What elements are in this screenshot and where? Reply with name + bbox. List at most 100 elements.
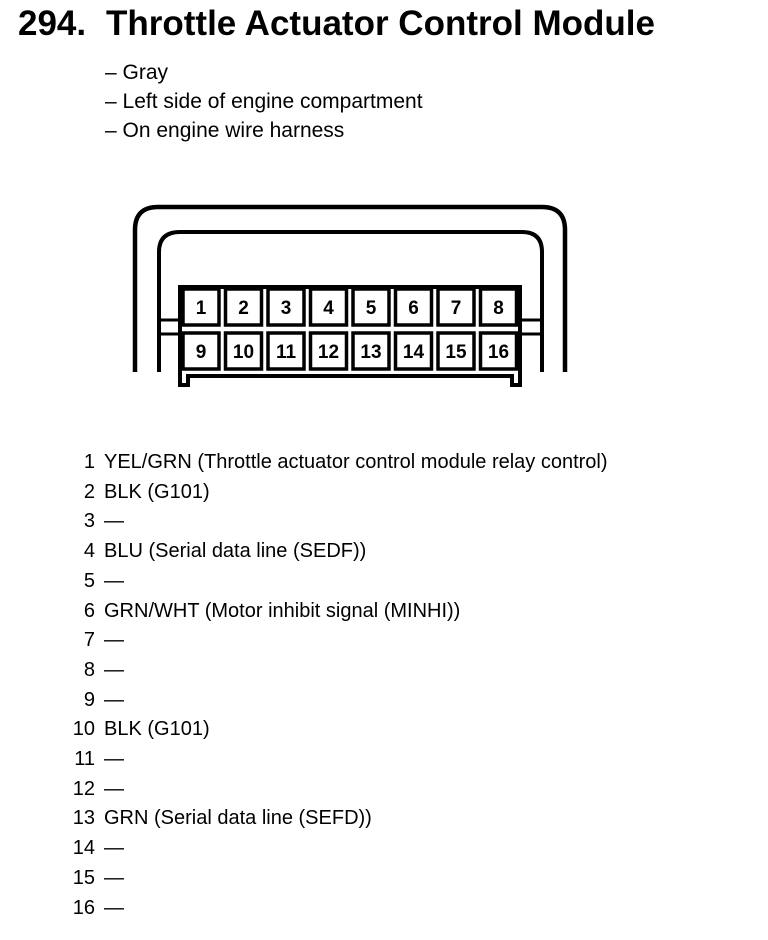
pin-number: 15 [72,866,95,889]
connector-pin-outline [308,287,349,327]
connector-pin-label: 15 [445,342,467,363]
connector-pin-cell: 4 [308,287,349,327]
pin-list: 1 YEL/GRN (Throttle actuator control modu… [40,448,608,923]
pin-row: 3— [40,507,608,537]
connector-pin-outline [266,331,306,371]
pin-row: 4 BLU (Serial data line (SEDF)) [40,537,608,567]
connector-pin-label: 14 [403,342,425,363]
connector-pin-cell: 14 [393,331,434,371]
connector-pin-cell: 16 [478,331,519,371]
pin-row: 16 — [40,894,608,924]
pin-description: — [104,688,124,711]
connector-pin-outline [351,331,391,371]
connector-pin-outline [478,287,519,327]
pin-description: — [104,658,124,681]
pin-number: 13 [72,807,95,830]
connector-pin-cell: 11 [266,331,306,371]
pin-description: — [104,629,124,652]
pin-number: 16 [72,896,95,919]
pin-number: 8 [83,658,95,681]
connector-pin-cell: 7 [436,287,476,327]
connector-pin-label: 3 [281,298,292,319]
connector-pin-outline [223,331,264,371]
connector-info-list: – Gray – Left side of engine compartment… [105,58,423,145]
pin-description: BLK (G101) [104,480,210,503]
pin-number: 1 [83,451,95,473]
pin-row: 14 — [40,834,608,864]
pin-number: 11 [74,748,95,771]
connector-pin-label: 1 [196,298,207,319]
connector-pin-label: 9 [196,342,207,363]
pin-row: 15 — [40,864,608,894]
connector-pin-outline [266,287,306,327]
connector-pin-cell: 3 [266,287,306,327]
pin-description: BLK (G101) [104,718,210,741]
pin-number: 10 [72,718,95,741]
connector-pin-outline [181,331,221,371]
connector-pin-outline [393,331,434,371]
connector-pin-outline [436,287,476,327]
connector-pin-outline [478,331,519,371]
connector-pin-outline [223,287,264,327]
connector-latch-right [520,318,542,336]
pin-description: — [104,748,124,771]
connector-pin-outline [181,287,221,327]
pin-row: 11 — [40,745,608,775]
connector-pin-outline [436,331,476,371]
pin-row: 5— [40,567,608,597]
connector-pin-label: 2 [238,298,249,319]
connector-pin-cell: 6 [393,287,434,327]
connector-pin-cell: 12 [308,331,349,371]
connector-pin-label: 6 [408,298,419,319]
pin-row: 10 BLK (G101) [40,715,608,745]
pin-row: 9— [40,686,608,716]
connector-pin-cell: 9 [181,331,221,371]
connector-pin-cell: 8 [478,287,519,327]
pin-number: 12 [72,777,95,800]
connector-pin-cell: 2 [223,287,264,327]
pin-description: GRN (Serial data line (SEFD)) [104,807,372,830]
pin-number: 7 [83,629,95,652]
pin-row: 8— [40,656,608,686]
pin-description: — [104,896,124,919]
pin-description: — [104,569,124,592]
pin-description: — [104,866,124,889]
pin-row: 12 — [40,775,608,805]
connector-pin-outline [351,287,391,327]
connector-pin-cell: 1 [181,287,221,327]
pin-description: — [104,777,124,800]
pin-description: BLU (Serial data line (SEDF)) [104,540,367,563]
pin-number: 9 [83,688,95,711]
pin-number: 2 [83,480,95,503]
pin-description: — [104,837,124,860]
connector-pin-label: 8 [493,298,504,319]
connector-pin-label: 16 [488,342,509,363]
connector-pin-cell: 13 [351,331,391,371]
component-name: Throttle Actuator Control Module [106,4,655,43]
connector-pin-cell: 10 [223,331,264,371]
pin-row: 13 GRN (Serial data line (SEFD)) [40,804,608,834]
connector-pin-label: 13 [360,342,381,363]
connector-outer-shell [132,204,568,372]
pin-row: 2 BLK (G101) [40,478,608,508]
pin-description: YEL/GRN (Throttle actuator control modul… [104,451,608,473]
connector-location: – Left side of engine compartment [105,90,423,113]
connector-pin-label: 7 [451,298,462,319]
connector-pin-label: 5 [366,298,377,319]
pin-number: 4 [83,540,95,563]
pin-description: GRN/WHT (Motor inhibit signal (MINHI)) [104,599,461,622]
connector-pin-label: 4 [323,298,334,319]
pin-row: 7— [40,626,608,656]
connector-inner-shell [157,230,544,372]
pin-number: 3 [83,510,95,533]
connector-color: – Gray [105,61,169,84]
connector-pin-outline [308,331,349,371]
connector-latch-left [159,318,180,336]
pin-number: 5 [83,569,95,592]
pin-number: 14 [72,837,95,860]
connector-pin-label: 10 [233,342,254,363]
connector-pin-label: 12 [318,342,339,363]
